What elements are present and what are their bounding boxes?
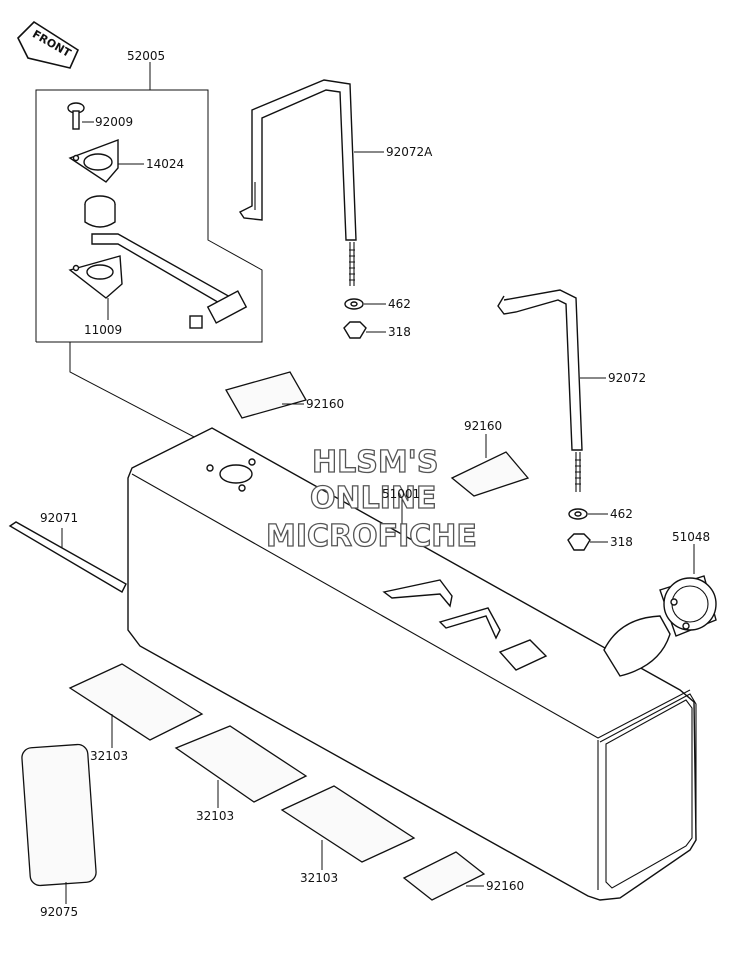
strap-part — [8, 521, 127, 593]
fuel-tank-part — [127, 427, 697, 901]
tank-band-a-part — [238, 79, 384, 286]
label-pad-top-right[interactable]: 92160 — [464, 419, 502, 433]
label-assembly[interactable]: 52005 — [127, 49, 165, 63]
nut-2-part — [567, 533, 608, 551]
label-nut-1[interactable]: 318 — [388, 325, 411, 339]
watermark-line-2: ONLINE — [310, 481, 437, 516]
label-pad-bottom[interactable]: 92160 — [486, 879, 524, 893]
pad-1-part — [68, 663, 204, 748]
pad-top-right-part — [450, 434, 530, 497]
pad-top-left-part — [225, 371, 307, 419]
label-fuel-gauge[interactable]: 11009 — [84, 323, 122, 337]
label-pad-1[interactable]: 32103 — [90, 749, 128, 763]
label-washer-2[interactable]: 462 — [610, 507, 633, 521]
watermark-line-3: MICROFICHE — [266, 519, 477, 554]
label-cap[interactable]: 51048 — [672, 530, 710, 544]
label-tank[interactable]: 51001 — [382, 487, 420, 501]
tank-band-part — [497, 289, 606, 492]
watermark: HLSM'S ONLINE MICROFICHE — [265, 444, 477, 554]
label-bolt[interactable]: 92009 — [95, 115, 133, 129]
washer-1-part — [344, 298, 386, 310]
front-arrow-icon: FRONT — [17, 20, 80, 69]
washer-2-part — [568, 508, 608, 520]
cap-part — [603, 544, 717, 677]
label-pad-3[interactable]: 32103 — [300, 871, 338, 885]
side-pad-part — [21, 743, 97, 904]
label-side-pad[interactable]: 92075 — [40, 905, 78, 919]
pad-2-part — [174, 725, 308, 808]
gasket-upper-part — [68, 138, 144, 183]
nut-1-part — [343, 321, 386, 339]
label-gasket[interactable]: 14024 — [146, 157, 184, 171]
label-strap[interactable]: 92071 — [40, 511, 78, 525]
pad-bottom-part — [402, 851, 486, 901]
label-nut-2[interactable]: 318 — [610, 535, 633, 549]
bolt-part — [67, 102, 94, 130]
label-pad-top-left[interactable]: 92160 — [306, 397, 344, 411]
label-tank-band-a[interactable]: 92072A — [386, 145, 433, 159]
label-pad-2[interactable]: 32103 — [196, 809, 234, 823]
label-tank-band[interactable]: 92072 — [608, 371, 646, 385]
pad-3-part — [280, 785, 416, 870]
watermark-line-1: HLSM'S — [312, 445, 438, 480]
fuel-gauge-part — [68, 195, 248, 329]
label-washer-1[interactable]: 462 — [388, 297, 411, 311]
